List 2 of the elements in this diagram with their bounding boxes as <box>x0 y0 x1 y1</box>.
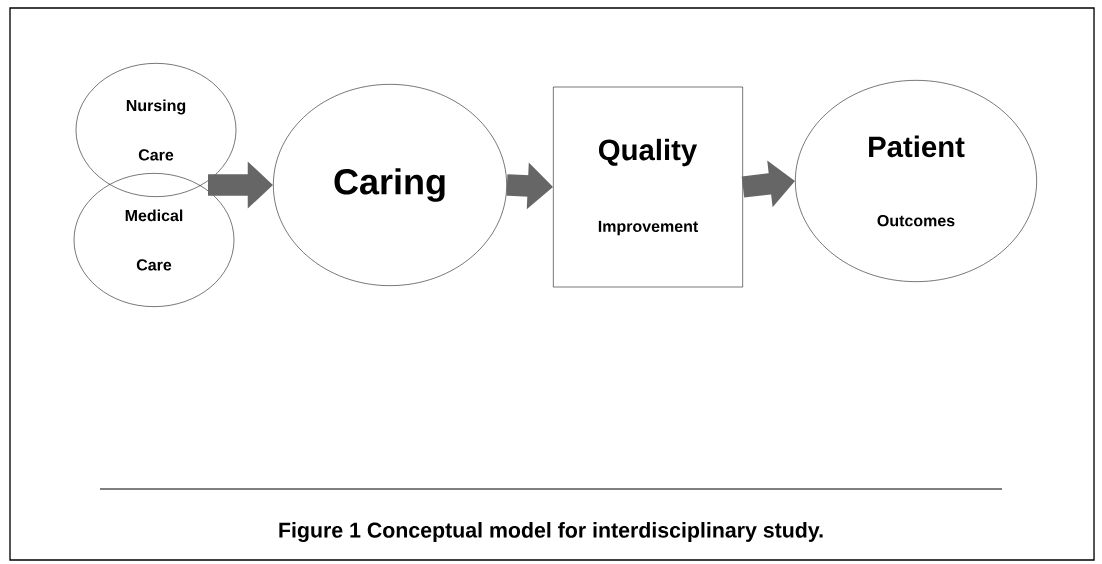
caption: Figure 1 Conceptual model for interdisciplinary study. <box>279 522 823 542</box>
process-box: Quality Improvement <box>553 86 743 288</box>
